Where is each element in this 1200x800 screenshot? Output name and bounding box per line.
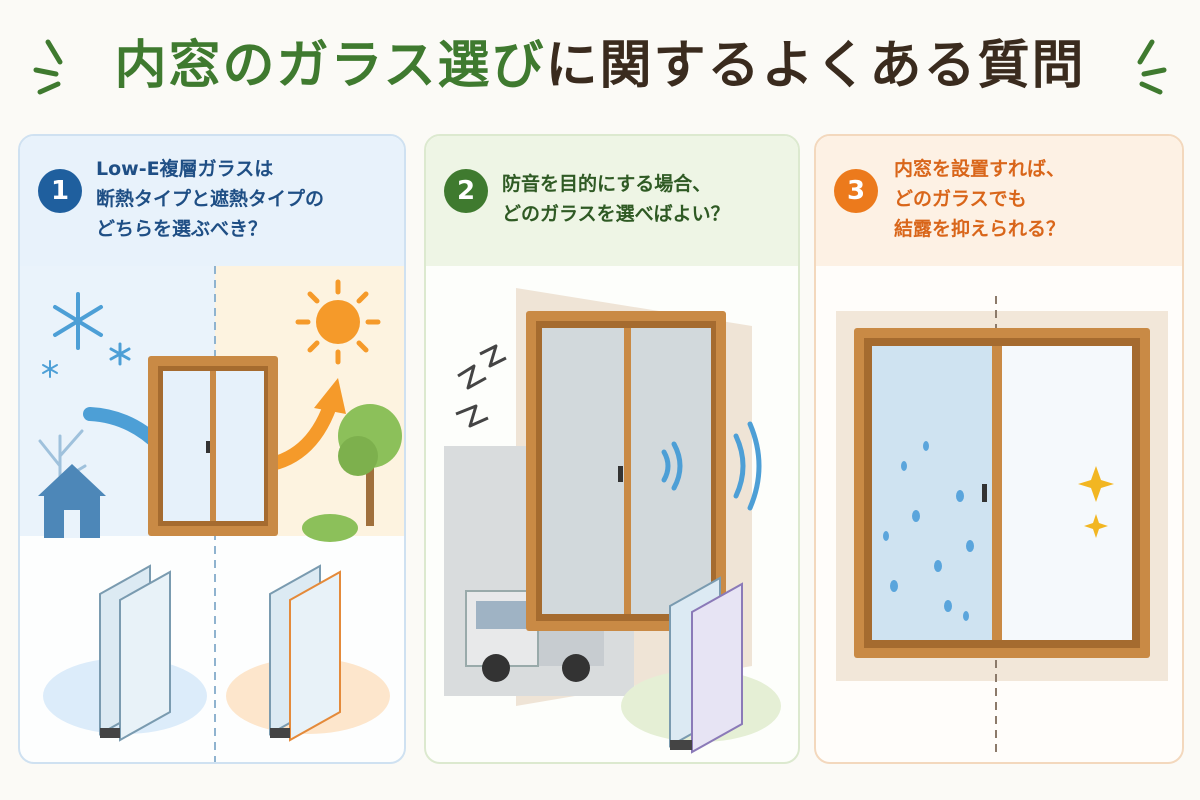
question-line: 内窓を設置すれば、: [894, 158, 1066, 180]
window-icon: [148, 356, 278, 536]
condensation-illustration: [836, 296, 1168, 756]
snowflake-icon: [53, 292, 103, 350]
question-line: 断熱タイプと遮熱タイプの: [96, 188, 325, 210]
card-header: 2 防音を目的にする場合、 どのガラスを選べばよい？: [426, 136, 798, 266]
double-glass-icon: [269, 564, 341, 742]
card-header: 1 Low-E複層ガラスは 断熱タイプと遮熱タイプの どちらを選ぶべき？: [20, 136, 404, 266]
title-highlight: 内窓のガラス選び: [114, 35, 546, 96]
question-line: 防音を目的にする場合、: [502, 173, 712, 195]
question-text: 防音を目的にする場合、 どのガラスを選べばよい？: [502, 169, 786, 229]
insulation-illustration: [20, 266, 404, 762]
house-icon: [38, 464, 106, 538]
tree-icon: [302, 404, 402, 542]
question-line: どのガラスを選べばよい？: [502, 203, 730, 225]
snowflake-icon: [109, 342, 131, 366]
faq-card-2[interactable]: 2 防音を目的にする場合、 どのガラスを選べばよい？: [424, 134, 800, 764]
question-text: 内窓を設置すれば、 どのガラスでも 結露を抑えられる？: [894, 154, 1170, 244]
question-text: Low-E複層ガラスは 断熱タイプと遮熱タイプの どちらを選ぶべき？: [96, 154, 392, 244]
faq-card-3[interactable]: 3 内窓を設置すれば、 どのガラスでも 結露を抑えられる？: [814, 134, 1184, 764]
question-number: 1: [38, 169, 82, 213]
question-number: 3: [834, 169, 878, 213]
double-glass-icon: [669, 576, 743, 754]
question-line: 結露を抑えられる？: [894, 218, 1066, 240]
card-header: 3 内窓を設置すれば、 どのガラスでも 結露を抑えられる？: [816, 136, 1182, 266]
window-icon: [526, 311, 726, 631]
title-rest: に関するよくある質問: [545, 35, 1086, 96]
question-line: どのガラスでも: [894, 188, 1027, 210]
double-glass-icon: [99, 564, 171, 742]
page-title: 内窓のガラス選びに関するよくある質問: [0, 0, 1200, 120]
sparkle-icon: [1078, 466, 1114, 538]
sun-icon: [295, 279, 381, 365]
question-number: 2: [444, 169, 488, 213]
accent-lines-icon: [1137, 39, 1167, 95]
soundproof-illustration: [444, 288, 781, 754]
accent-lines-icon: [33, 39, 63, 95]
sound-wave-icon: [661, 421, 762, 511]
condensation-icon: [883, 441, 974, 621]
question-line: Low-E複層ガラスは: [96, 158, 274, 180]
noise-icon: [455, 344, 507, 428]
window-icon: [854, 328, 1150, 658]
question-line: どちらを選ぶべき？: [96, 218, 268, 240]
snowflake-icon: [42, 360, 58, 378]
faq-card-1[interactable]: 1 Low-E複層ガラスは 断熱タイプと遮熱タイプの どちらを選ぶべき？: [18, 134, 406, 764]
